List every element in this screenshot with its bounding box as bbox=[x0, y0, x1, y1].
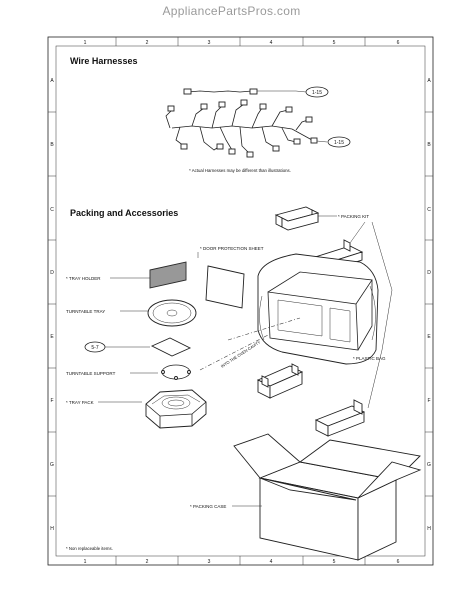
into-cavity-dashed-line bbox=[227, 317, 301, 341]
drawing-frame bbox=[47, 36, 434, 566]
instruction-sheet bbox=[150, 337, 192, 357]
wire-harness-note: * Actual Harnesses may be different than… bbox=[189, 168, 291, 173]
drawing-inner-frame bbox=[55, 45, 426, 557]
col-label-top-3: 3 bbox=[208, 40, 211, 46]
packing-case-label: * PACKING CASE bbox=[190, 504, 226, 509]
callout-bubble-bottom bbox=[327, 136, 351, 148]
leader-top bbox=[295, 90, 307, 93]
col-label-bottom-6: 6 bbox=[397, 559, 400, 565]
col-label-bottom-5: 5 bbox=[333, 559, 336, 565]
turntable-support bbox=[161, 364, 191, 380]
col-label-bottom-1: 1 bbox=[84, 559, 87, 565]
col-label-bottom-2: 2 bbox=[146, 559, 149, 565]
packing-kit-bottom-left bbox=[256, 363, 304, 399]
row-label-right-f: F bbox=[427, 398, 430, 404]
large-wire-harness bbox=[165, 99, 318, 158]
row-label-right-a: A bbox=[427, 78, 431, 84]
tray-pack bbox=[145, 389, 207, 429]
packing-case bbox=[233, 433, 422, 561]
wire-harness-ref-bottom: 1-15 bbox=[334, 140, 344, 146]
row-label-left-a: A bbox=[50, 78, 54, 84]
non-replaceable-footnote: * Non replaceable items. bbox=[66, 546, 113, 551]
col-label-top-2: 2 bbox=[146, 40, 149, 46]
turntable-support-label: TURNTABLE SUPPORT bbox=[66, 371, 116, 376]
col-label-top-5: 5 bbox=[333, 40, 336, 46]
packing-kit-leader-4 bbox=[381, 289, 393, 351]
packing-kit-top bbox=[274, 206, 320, 231]
wire-harnesses-title: Wire Harnesses bbox=[70, 56, 137, 66]
row-label-left-e: E bbox=[50, 334, 54, 340]
row-label-left-b: B bbox=[50, 142, 54, 148]
row-label-right-e: E bbox=[427, 334, 431, 340]
into-oven-cavity-label: INTO THE OVEN CAVITY bbox=[220, 339, 262, 369]
plastic-bag-label: * PLASTIC BAG bbox=[353, 356, 386, 361]
row-label-right-c: C bbox=[427, 207, 431, 213]
row-label-left-h: H bbox=[50, 526, 54, 532]
row-label-left-g: G bbox=[50, 462, 54, 468]
door-protection-sheet-label: * DOOR PROTECTION SHEET bbox=[200, 246, 264, 251]
row-label-left-d: D bbox=[50, 270, 54, 276]
packing-kit-bottom-right bbox=[314, 399, 366, 437]
col-label-top-1: 1 bbox=[84, 40, 87, 46]
turntable-tray-label: TURNTABLE TRAY bbox=[66, 309, 105, 314]
small-wire-harness bbox=[183, 88, 296, 95]
row-label-right-g: G bbox=[427, 462, 431, 468]
door-protection-sheet bbox=[205, 265, 245, 309]
site-watermark: AppliancePartsPros.com bbox=[162, 4, 301, 18]
packing-kit-leader-3 bbox=[367, 349, 383, 409]
tray-pack-label: * TRAY PACK bbox=[66, 400, 94, 405]
col-label-top-6: 6 bbox=[397, 40, 400, 46]
row-label-right-b: B bbox=[427, 142, 431, 148]
callout-5-7: 5-7 bbox=[91, 345, 98, 351]
row-label-left-f: F bbox=[50, 398, 53, 404]
packing-accessories-title: Packing and Accessories bbox=[70, 208, 178, 218]
into-cavity-dashed-line-2 bbox=[199, 333, 271, 371]
row-label-left-c: C bbox=[50, 207, 54, 213]
leader-bottom bbox=[316, 140, 328, 143]
tray-holder-label: * TRAY HOLDER bbox=[66, 276, 101, 281]
packing-kit-leader-5 bbox=[371, 221, 393, 291]
wire-harness-ref-top: 1-15 bbox=[312, 90, 322, 96]
row-label-right-d: D bbox=[427, 270, 431, 276]
turntable-tray bbox=[147, 299, 197, 327]
col-label-top-4: 4 bbox=[270, 40, 273, 46]
grid-ticks bbox=[48, 37, 433, 565]
row-label-right-h: H bbox=[427, 526, 431, 532]
col-label-bottom-3: 3 bbox=[208, 559, 211, 565]
col-label-bottom-4: 4 bbox=[270, 559, 273, 565]
microwave-in-plastic-bag bbox=[257, 253, 379, 365]
packing-kit-label: * PACKING KIT bbox=[338, 214, 369, 219]
